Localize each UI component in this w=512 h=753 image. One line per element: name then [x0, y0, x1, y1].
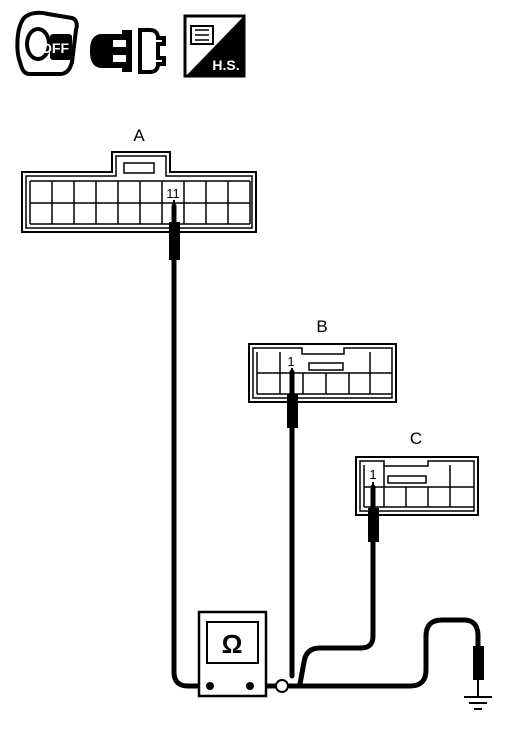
- wire-a: [171, 203, 213, 689]
- probe-c: [368, 508, 379, 542]
- connector-c-label: C: [410, 429, 422, 448]
- probe-ground: [473, 646, 484, 680]
- connector-a-pin: 11: [166, 186, 180, 201]
- connector-a: A 11: [21, 126, 257, 233]
- harness-side-icon: H.S.: [183, 14, 246, 78]
- meter-terminal-right: [246, 682, 254, 690]
- connector-a-label: A: [133, 126, 145, 145]
- connector-b-label: B: [316, 317, 327, 336]
- probe-tips: [173, 200, 374, 508]
- wire-ground: [287, 617, 481, 689]
- ohm-symbol: Ω: [222, 629, 243, 659]
- ignition-off-text: OFF: [41, 40, 69, 56]
- probe-b: [287, 394, 298, 428]
- harness-side-text: H.S.: [212, 57, 239, 73]
- connector-c-pin: 1: [369, 467, 376, 482]
- ignition-key-off-icon: OFF: [15, 10, 79, 76]
- connector-disconnect-icon: [90, 28, 166, 74]
- ground-icon: [464, 680, 492, 710]
- ohmmeter: Ω: [197, 610, 268, 698]
- junction-circle: [275, 679, 289, 693]
- wire-c: [297, 484, 376, 687]
- connector-b-pin: 1: [287, 354, 294, 369]
- probes: [169, 222, 484, 680]
- meter-terminal-left: [206, 682, 214, 690]
- probe-a: [169, 222, 180, 260]
- connector-b: B 1: [248, 317, 397, 403]
- connector-c: C 1: [355, 429, 479, 516]
